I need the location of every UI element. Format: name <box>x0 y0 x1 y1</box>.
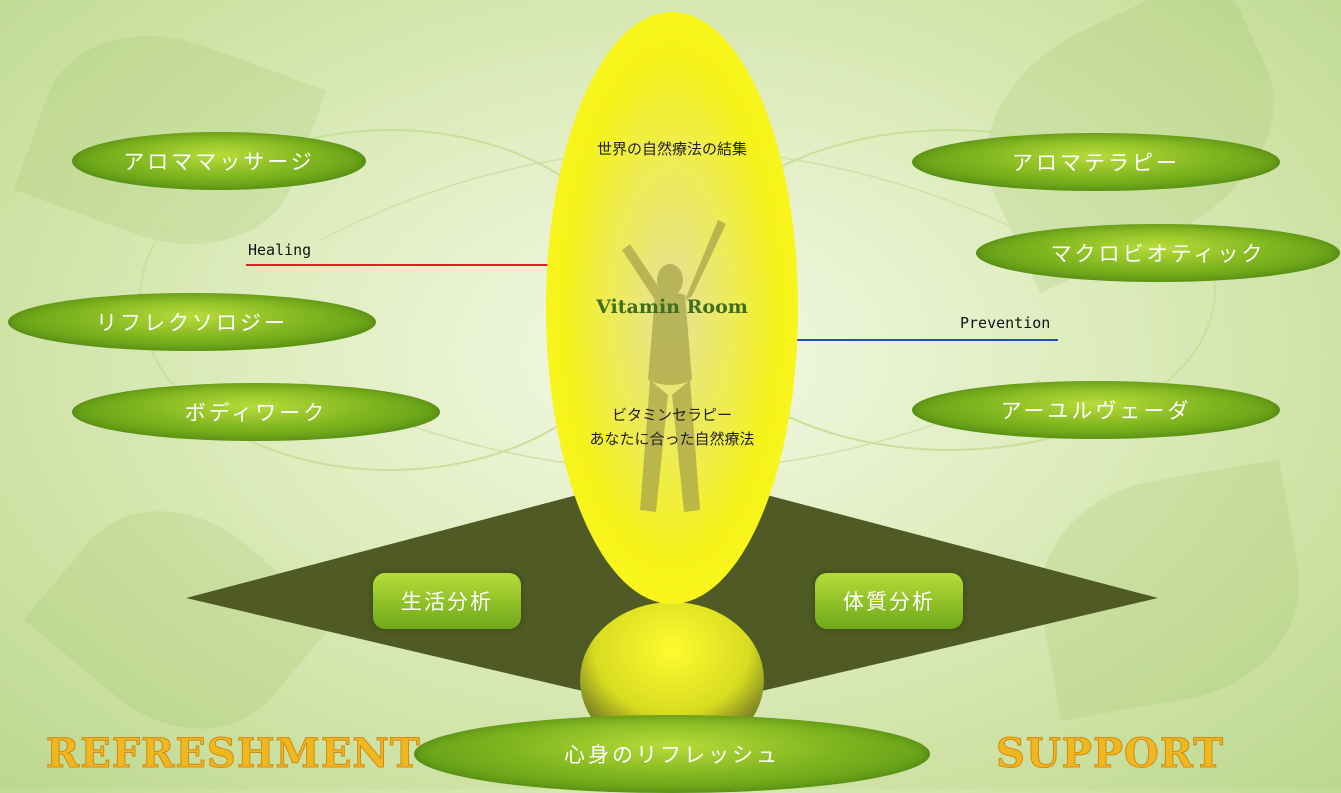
pill-reflexology: リフレクソロジー <box>8 293 376 351</box>
center-subtitle-1: ビタミンセラピー <box>611 406 732 424</box>
pill-aroma-massage: アロママッサージ <box>72 132 366 190</box>
person-figure-icon <box>622 220 726 512</box>
pill-macrobiotic: マクロビオティック <box>976 224 1340 282</box>
center-subtitle-2: あなたに合った自然療法 <box>589 430 755 448</box>
pill-aromatherapy: アロマテラピー <box>912 133 1280 191</box>
pill-mind-body-refresh: 心身のリフレッシュ <box>414 715 930 793</box>
healing-label: Healing <box>248 241 312 259</box>
support-title: SUPPORT <box>995 730 1225 778</box>
pill-bodywork: ボディワーク <box>72 383 440 441</box>
refreshment-title: REFRESHMENT <box>46 730 421 778</box>
prevention-label: Prevention <box>960 314 1051 332</box>
center-top-label: 世界の自然療法の結集 <box>596 140 747 158</box>
pill-ayurveda: アーユルヴェーダ <box>912 381 1280 439</box>
vitamin-room-title: Vitamin Room <box>596 296 748 318</box>
lifestyle-analysis-box: 生活分析 <box>373 573 521 629</box>
constitution-analysis-box: 体質分析 <box>815 573 963 629</box>
